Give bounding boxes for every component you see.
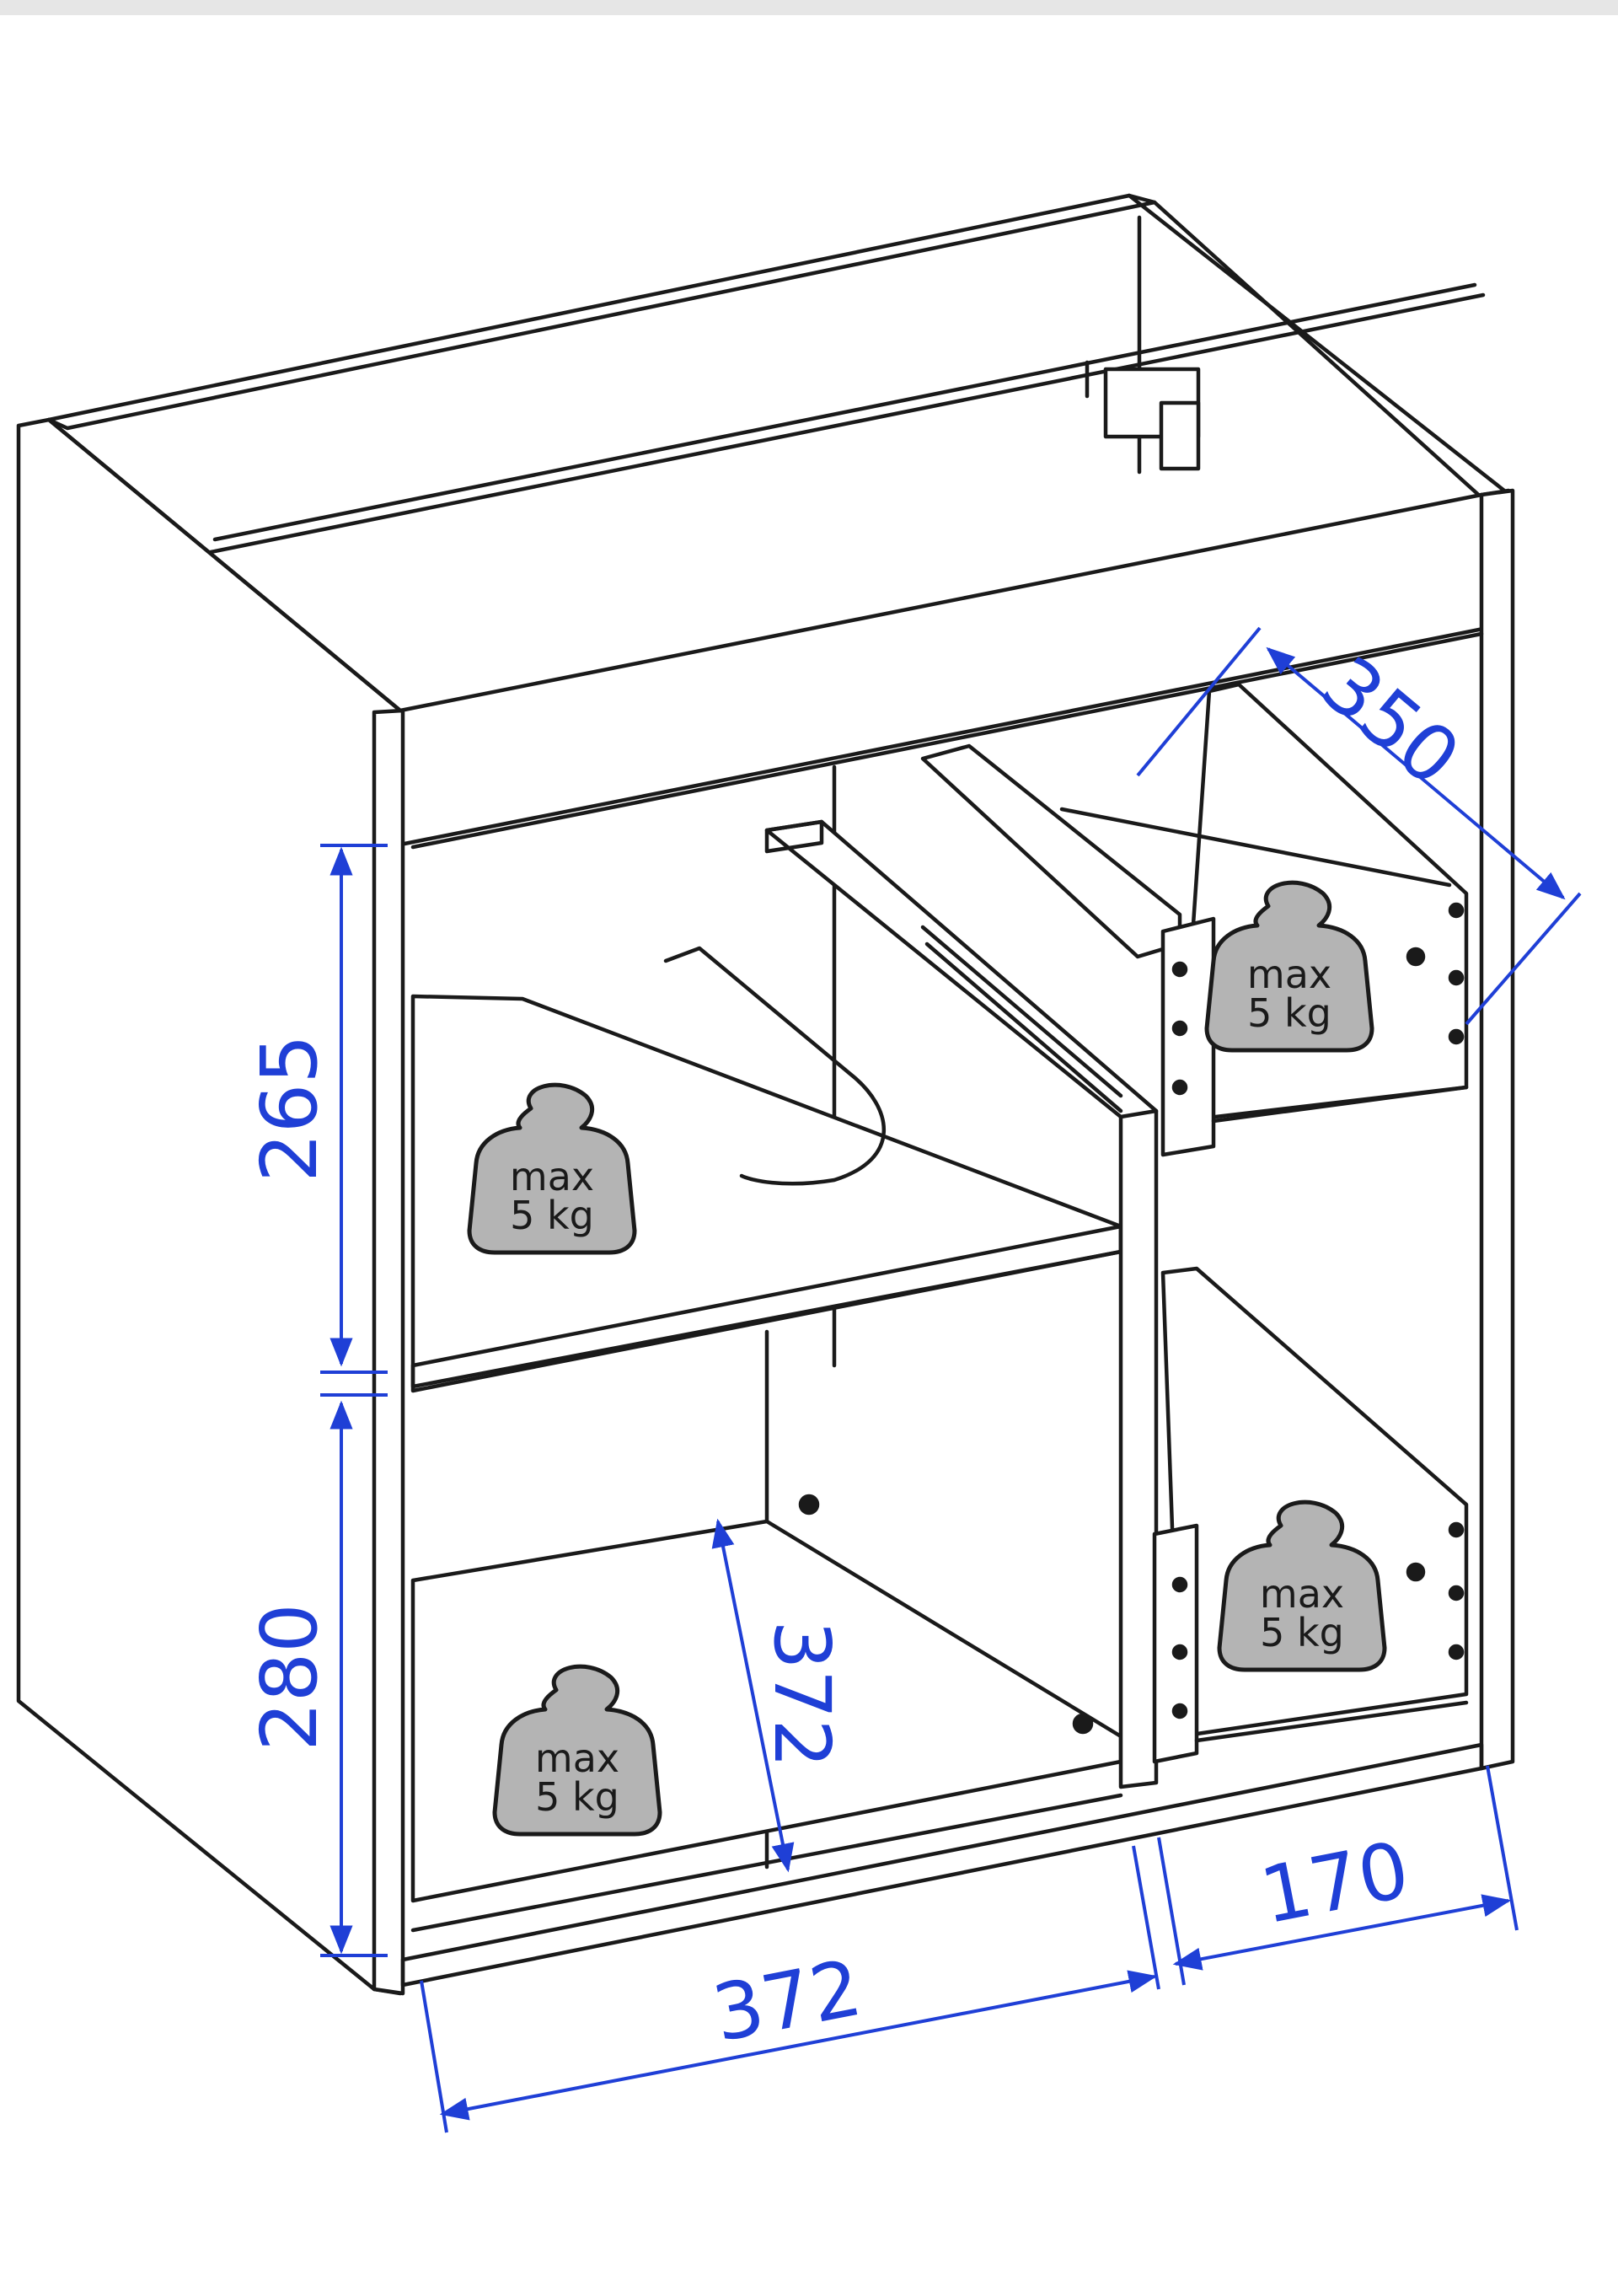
- weight-label-line1: max: [1260, 1571, 1344, 1617]
- dim-372-width-label: 372: [706, 1943, 869, 2060]
- dim-265-label: 265: [244, 1034, 335, 1183]
- dim-170-line: [1172, 1894, 1512, 1971]
- weight-label-line1: max: [535, 1735, 619, 1781]
- weight-label-line2: 5 kg: [510, 1193, 594, 1238]
- weight-label-line1: max: [1247, 952, 1331, 997]
- dim-372-depth-label: 372: [757, 1620, 847, 1768]
- top-edge-strip: [0, 0, 1618, 15]
- dim-350-line: [1266, 646, 1566, 900]
- weight-label-line2: 5 kg: [1247, 990, 1331, 1036]
- dim-372-width-line: [439, 1970, 1158, 2121]
- weight-label-line2: 5 kg: [535, 1774, 619, 1820]
- dimension-labels: 350 265 280 372 372 170: [244, 639, 1476, 2059]
- cabinet-outline: [16, 193, 1515, 1996]
- weight-icon: max 5 kg: [495, 1666, 660, 1834]
- weight-icon: max 5 kg: [1219, 1502, 1385, 1670]
- weight-label-line1: max: [510, 1154, 594, 1199]
- weight-icon: max 5 kg: [469, 1085, 635, 1253]
- dim-372-depth-line: [711, 1518, 795, 1873]
- weight-icon: max 5 kg: [1207, 882, 1372, 1050]
- weight-label-line2: 5 kg: [1260, 1610, 1344, 1655]
- dimension-lines: [320, 626, 1582, 2133]
- dim-280-label: 280: [244, 1603, 335, 1752]
